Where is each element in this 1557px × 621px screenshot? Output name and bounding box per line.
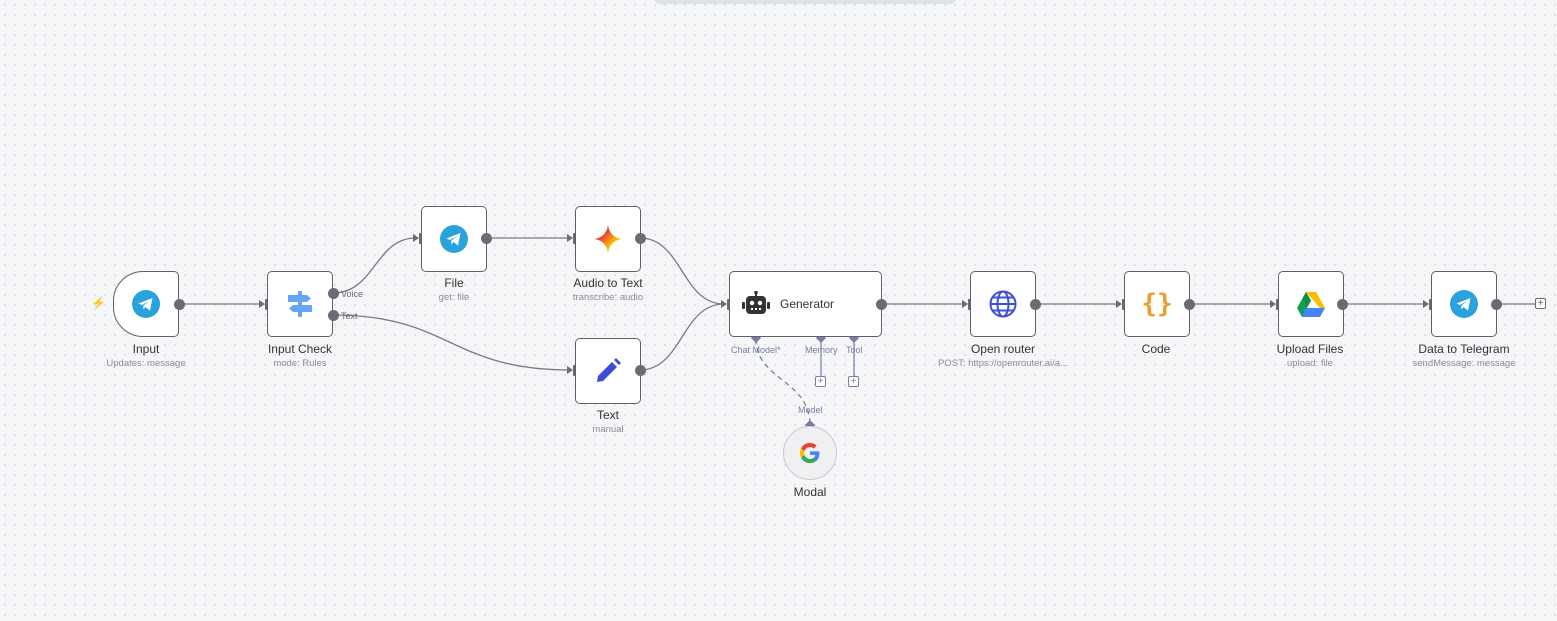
node-label: Text xyxy=(596,408,619,422)
node-input-check[interactable] xyxy=(267,271,333,337)
node-label: Code xyxy=(1141,342,1171,356)
sub-port-label-tool: Tool xyxy=(846,345,863,355)
telegram-icon xyxy=(1450,290,1478,318)
trigger-bolt-icon: ⚡ xyxy=(91,296,106,310)
sub-port-label-chat-model: Chat Model* xyxy=(731,345,781,355)
node-label: Input xyxy=(132,342,160,356)
output-port-text[interactable] xyxy=(328,310,339,321)
top-toolbar xyxy=(654,0,956,4)
pencil-icon xyxy=(597,358,621,382)
output-port[interactable] xyxy=(174,299,185,310)
node-label: Generator xyxy=(780,297,835,311)
node-subtitle: upload: file xyxy=(1287,358,1333,369)
node-label: Input Check xyxy=(267,342,333,356)
output-port[interactable] xyxy=(1184,299,1195,310)
gemini-sparkle-icon xyxy=(594,225,622,253)
node-label: Data to Telegram xyxy=(1418,342,1510,356)
add-node-button[interactable]: + xyxy=(1535,298,1546,309)
node-subtitle: POST: https://openrouter.ai/a... xyxy=(938,358,1068,369)
node-subtitle: manual xyxy=(592,424,624,435)
signpost-icon xyxy=(288,291,312,317)
output-port[interactable] xyxy=(635,233,646,244)
node-file[interactable] xyxy=(421,206,487,272)
output-label-voice: Voice xyxy=(341,289,364,299)
node-modal[interactable] xyxy=(783,426,837,480)
globe-icon xyxy=(989,290,1017,318)
output-port[interactable] xyxy=(635,365,646,376)
output-port[interactable] xyxy=(1030,299,1041,310)
add-memory-button[interactable]: + xyxy=(815,376,826,387)
output-port[interactable] xyxy=(481,233,492,244)
node-label: File xyxy=(444,276,464,290)
node-label: Audio to Text xyxy=(573,276,643,290)
node-subtitle: mode: Rules xyxy=(273,358,327,369)
node-upload-files[interactable] xyxy=(1278,271,1344,337)
node-open-router[interactable] xyxy=(970,271,1036,337)
node-subtitle: transcribe: audio xyxy=(572,292,644,303)
sub-port-label-model: Model xyxy=(798,405,823,415)
node-subtitle: Updates: message xyxy=(106,358,186,369)
node-subtitle: sendMessage: message xyxy=(1412,358,1516,369)
sub-port-label-memory: Memory xyxy=(805,345,838,355)
google-drive-icon xyxy=(1297,291,1325,317)
node-input[interactable] xyxy=(113,271,179,337)
node-data-to-telegram[interactable] xyxy=(1431,271,1497,337)
node-generator[interactable]: Generator xyxy=(729,271,882,337)
add-tool-button[interactable]: + xyxy=(848,376,859,387)
output-port[interactable] xyxy=(1491,299,1502,310)
output-port-voice[interactable] xyxy=(328,288,339,299)
code-braces-icon: {} xyxy=(1141,289,1173,319)
connection-text-to-generator xyxy=(639,303,725,371)
node-label: Open router xyxy=(970,342,1036,356)
node-code[interactable]: {} xyxy=(1124,271,1190,337)
output-port[interactable] xyxy=(876,299,887,310)
telegram-icon xyxy=(132,290,160,318)
node-label: Modal xyxy=(793,485,827,499)
node-text[interactable] xyxy=(575,338,641,404)
output-label-text: Text xyxy=(341,311,358,321)
output-port[interactable] xyxy=(1337,299,1348,310)
robot-icon xyxy=(742,291,770,314)
google-g-icon xyxy=(799,442,820,464)
node-subtitle: get: file xyxy=(438,292,470,303)
node-audio-to-text[interactable] xyxy=(575,206,641,272)
telegram-icon xyxy=(440,225,468,253)
node-label: Upload Files xyxy=(1276,342,1344,356)
